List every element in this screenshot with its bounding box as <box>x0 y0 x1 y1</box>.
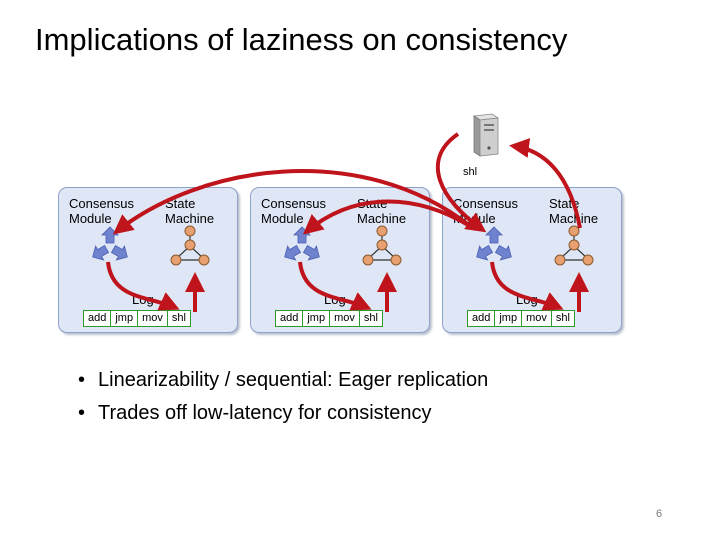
log-entries: add jmp mov shl <box>275 310 383 327</box>
log-label: Log <box>516 292 538 307</box>
log-entry: add <box>276 311 304 326</box>
log-entries: add jmp mov shl <box>467 310 575 327</box>
replica-1: Consensus Module State Machine Log add j… <box>58 187 238 333</box>
bullet-item: •Linearizability / sequential: Eager rep… <box>78 369 489 391</box>
log-entry: jmp <box>111 311 139 326</box>
page-number: 6 <box>656 508 663 520</box>
state-machine-label: State Machine <box>165 196 215 226</box>
log-label: Log <box>132 292 154 307</box>
state-machine-label: State Machine <box>549 196 599 226</box>
log-entry: shl <box>167 311 190 326</box>
log-entries: add jmp mov shl <box>83 310 191 327</box>
bullet-list: •Linearizability / sequential: Eager rep… <box>78 364 488 430</box>
log-entry: add <box>468 311 496 326</box>
log-entry: jmp <box>303 311 331 326</box>
log-entry: add <box>84 311 112 326</box>
log-entry: mov <box>138 311 168 326</box>
consensus-module-label: Consensus Module <box>261 196 327 226</box>
state-machine-graph-icon <box>362 225 402 266</box>
server-tower-icon <box>472 113 500 157</box>
slide-title: Implications of laziness on consistency <box>35 22 568 57</box>
state-machine-graph-icon <box>170 225 210 266</box>
log-entry: jmp <box>495 311 523 326</box>
replica-2: Consensus Module State Machine Log add j… <box>250 187 430 333</box>
bullet-item: •Trades off low-latency for consistency <box>78 402 432 424</box>
replica-3: Consensus Module State Machine Log add j… <box>442 187 622 333</box>
state-machine-graph-icon <box>554 225 594 266</box>
consensus-module-label: Consensus Module <box>453 196 519 226</box>
log-entry: shl <box>359 311 382 326</box>
consensus-cycle-icon <box>92 226 128 261</box>
log-entry: shl <box>551 311 574 326</box>
consensus-cycle-icon <box>476 226 512 261</box>
log-label: Log <box>324 292 346 307</box>
server-label: shl <box>463 166 478 178</box>
log-entry: mov <box>522 311 552 326</box>
log-entry: mov <box>330 311 360 326</box>
state-machine-label: State Machine <box>357 196 407 226</box>
consensus-cycle-icon <box>284 226 320 261</box>
consensus-module-label: Consensus Module <box>69 196 135 226</box>
